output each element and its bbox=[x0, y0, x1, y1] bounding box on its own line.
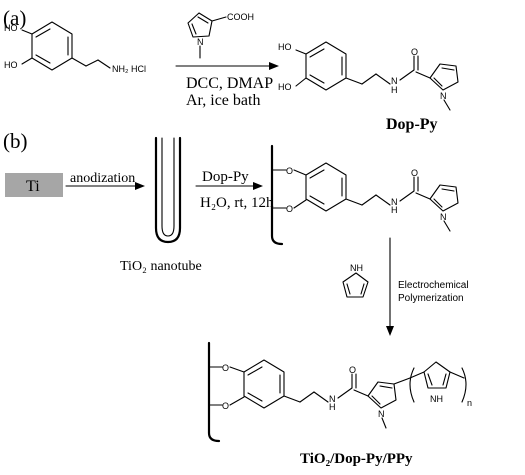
atom-n-amide-final: N bbox=[329, 394, 336, 404]
final-product-label: TiO₂/Dop-Py/PPy bbox=[300, 451, 413, 467]
product-label-dop-py: Dop-Py bbox=[386, 116, 438, 133]
atom-n-amide-b: N bbox=[391, 197, 398, 207]
atom-o-surface-top: O bbox=[286, 166, 293, 176]
atom-n-amide-a: N bbox=[391, 76, 398, 86]
surface-dop-py-structure: O O H N O N bbox=[270, 144, 459, 246]
tio2-dop-py-ppy-structure: O O H N O N NH n bbox=[207, 341, 472, 443]
atom-o-carbonyl-final: O bbox=[349, 365, 356, 375]
dop-py-reagent-label: Dop-Py bbox=[202, 169, 249, 185]
atom-ho-top: HO bbox=[4, 23, 18, 33]
anodization-label: anodization bbox=[70, 171, 135, 186]
arrowhead-anodization bbox=[135, 182, 145, 190]
ti-substrate-block bbox=[5, 173, 63, 197]
electrochemical-label-line1: Electrochemical bbox=[398, 280, 469, 291]
atom-n-subscript: n bbox=[467, 398, 472, 408]
atom-o-surface-bottom: O bbox=[286, 204, 293, 214]
arrowhead-electrochemical bbox=[386, 326, 394, 336]
tio2-nanotube-label: TiO₂ nanotube bbox=[120, 259, 202, 274]
atom-o-final-bottom: O bbox=[222, 401, 229, 411]
panel-label-b: (b) bbox=[3, 129, 28, 153]
atom-nh-amide-a: H bbox=[391, 85, 398, 95]
atom-ho-dop-top: HO bbox=[278, 42, 292, 52]
conditions-a-line2: Ar, ice bath bbox=[186, 92, 260, 109]
arrowhead-a bbox=[269, 62, 279, 70]
dopamine-hcl-structure: HO HO NH₂ HCl bbox=[4, 21, 146, 74]
atom-ho-bottom: HO bbox=[4, 60, 18, 70]
ti-label: Ti bbox=[26, 178, 40, 195]
atom-nh-ppy: NH bbox=[430, 394, 443, 404]
panel-label-a: (a) bbox=[3, 6, 26, 30]
electrochemical-label-line2: Polymerization bbox=[398, 293, 464, 304]
atom-cooh: COOH bbox=[227, 12, 254, 22]
pyrrole-monomer-structure: NH bbox=[342, 263, 369, 298]
atom-ho-dop-bottom: HO bbox=[278, 82, 292, 92]
arrowhead-dop-py bbox=[253, 182, 263, 190]
pyrrole-carboxylic-acid-structure: COOH N bbox=[187, 12, 254, 59]
atom-nh2-hcl: NH₂ HCl bbox=[112, 64, 146, 74]
atom-nh-pyrrole-monomer: NH bbox=[350, 263, 363, 273]
atom-n-acid: N bbox=[197, 37, 204, 47]
atom-o-carbonyl-b: O bbox=[411, 168, 418, 178]
atom-nh-amide-b: H bbox=[391, 205, 398, 215]
dop-py-conditions: H₂O, rt, 12h bbox=[200, 195, 274, 211]
atom-n-pyrrole-b: N bbox=[440, 212, 447, 222]
atom-n-pyrrole-a: N bbox=[440, 91, 447, 101]
atom-nh-amide-final: H bbox=[329, 402, 336, 412]
dop-py-structure: HO HO H N O N bbox=[278, 41, 459, 111]
conditions-a-line1: DCC, DMAP bbox=[186, 75, 273, 92]
atom-n-pyrrole-final: N bbox=[378, 409, 385, 419]
tio2-nanotube-inner bbox=[161, 137, 175, 237]
atom-o-final-top: O bbox=[222, 363, 229, 373]
tio2-nanotube-outer bbox=[154, 136, 182, 244]
atom-o-carbonyl-a: O bbox=[411, 47, 418, 57]
